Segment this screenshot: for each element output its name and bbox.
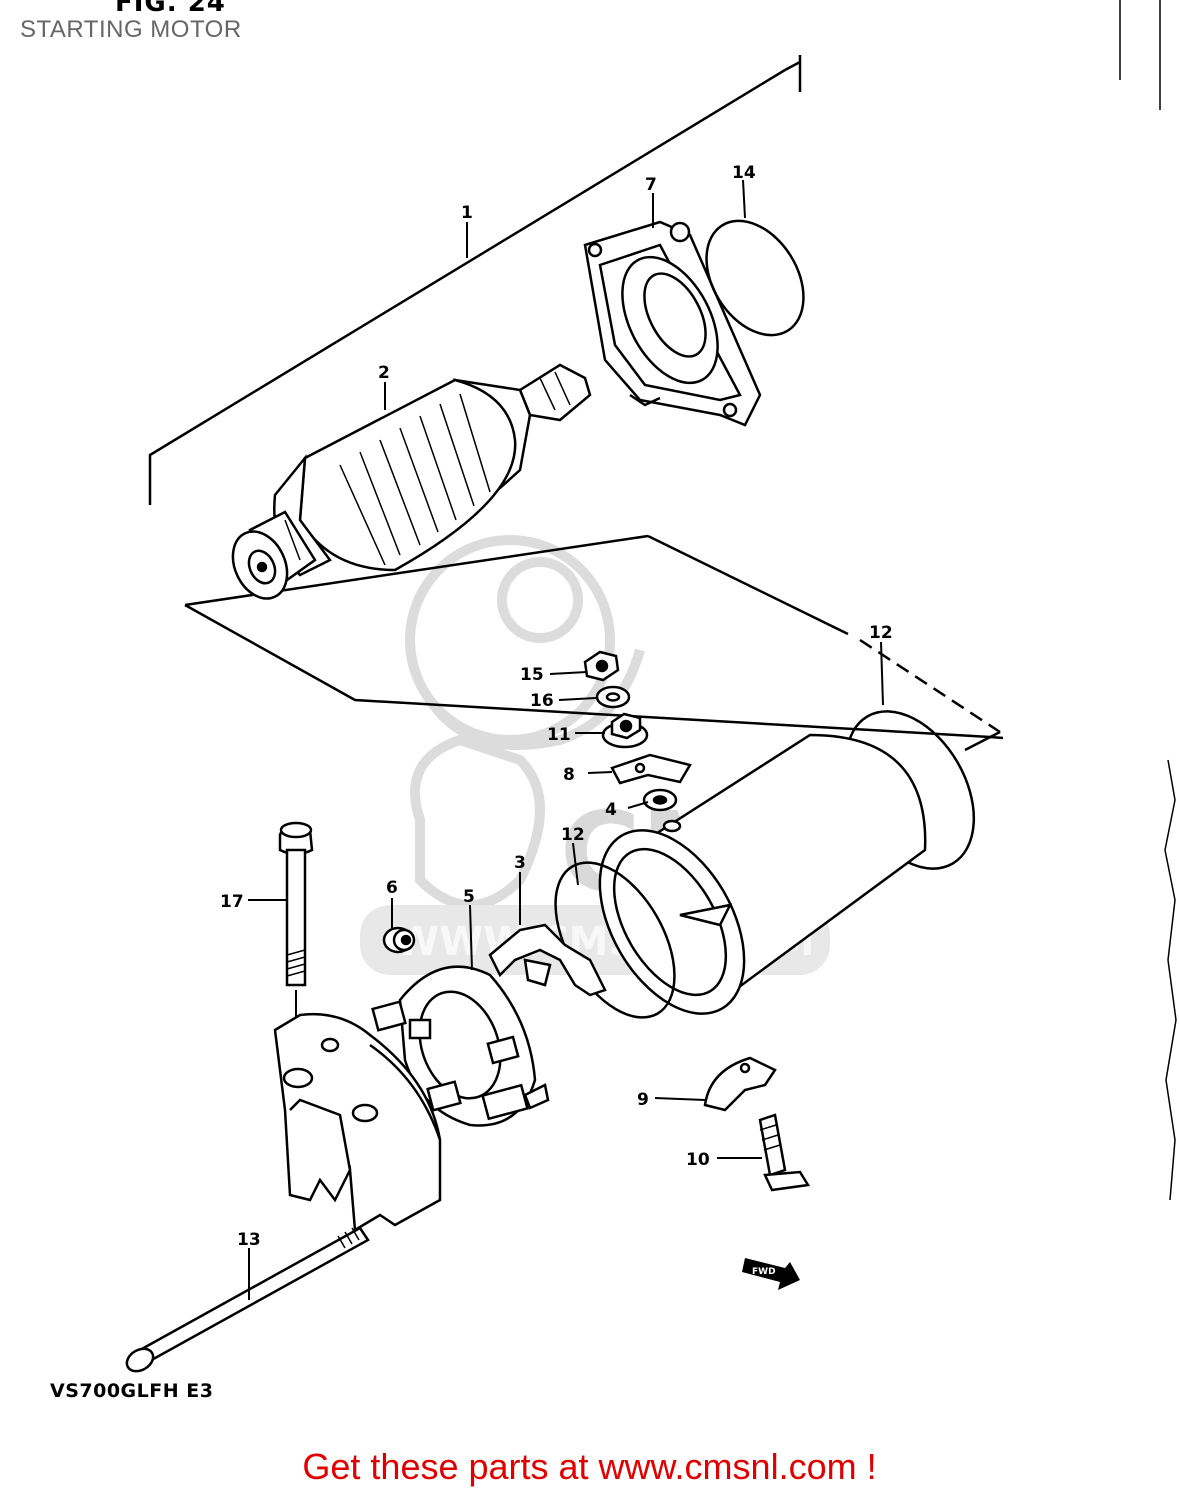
scan-edge-artifacts [1119, 0, 1177, 1201]
callout-16: 16 [530, 691, 554, 711]
callout-2: 2 [378, 363, 390, 383]
o-ring-front [705, 219, 805, 337]
bolt-17 [278, 821, 314, 987]
callout-12-lower: 12 [561, 825, 585, 845]
callout-15: 15 [520, 665, 544, 685]
through-bolt-13 [125, 1226, 370, 1373]
yoke-housing [598, 733, 927, 1015]
callout-3: 3 [514, 853, 526, 873]
callout-12-upper: 12 [869, 623, 893, 643]
model-code: VS700GLFH E3 [50, 1380, 214, 1402]
brush-terminal-3 [488, 923, 607, 997]
front-housing [583, 220, 762, 427]
brush-plate-5 [371, 965, 550, 1127]
callout-11: 11 [547, 725, 571, 745]
callout-7: 7 [645, 175, 657, 195]
callout-10: 10 [686, 1150, 710, 1170]
nut-15 [583, 650, 620, 682]
callout-14: 14 [732, 163, 756, 183]
terminal-bracket-9 [703, 1056, 777, 1112]
washer-4 [642, 788, 678, 812]
terminal-plate-8 [610, 753, 692, 785]
washer-16 [595, 685, 631, 709]
leader-lines [248, 179, 884, 1300]
callout-9: 9 [637, 1090, 649, 1110]
rear-cover [273, 1013, 442, 1233]
callout-1: 1 [461, 203, 473, 223]
callout-17: 17 [220, 892, 244, 912]
bolt-10 [758, 1113, 811, 1192]
figure-number: FIG. 24 [115, 0, 226, 18]
fwd-direction-marker [742, 1258, 800, 1290]
promo-link[interactable]: Get these parts at www.cmsnl.com ! [302, 1446, 877, 1487]
assembly-bracket-1 [148, 55, 802, 505]
callout-13: 13 [237, 1230, 261, 1250]
callout-5: 5 [463, 887, 475, 907]
bearing-6 [382, 926, 416, 954]
callout-4: 4 [605, 800, 617, 820]
flange-nut-11 [601, 712, 649, 749]
callout-6: 6 [386, 878, 398, 898]
fwd-label: FWD [752, 1267, 776, 1277]
armature [231, 363, 592, 600]
callout-8: 8 [563, 765, 575, 785]
diagram-title: STARTING MOTOR [20, 16, 242, 43]
